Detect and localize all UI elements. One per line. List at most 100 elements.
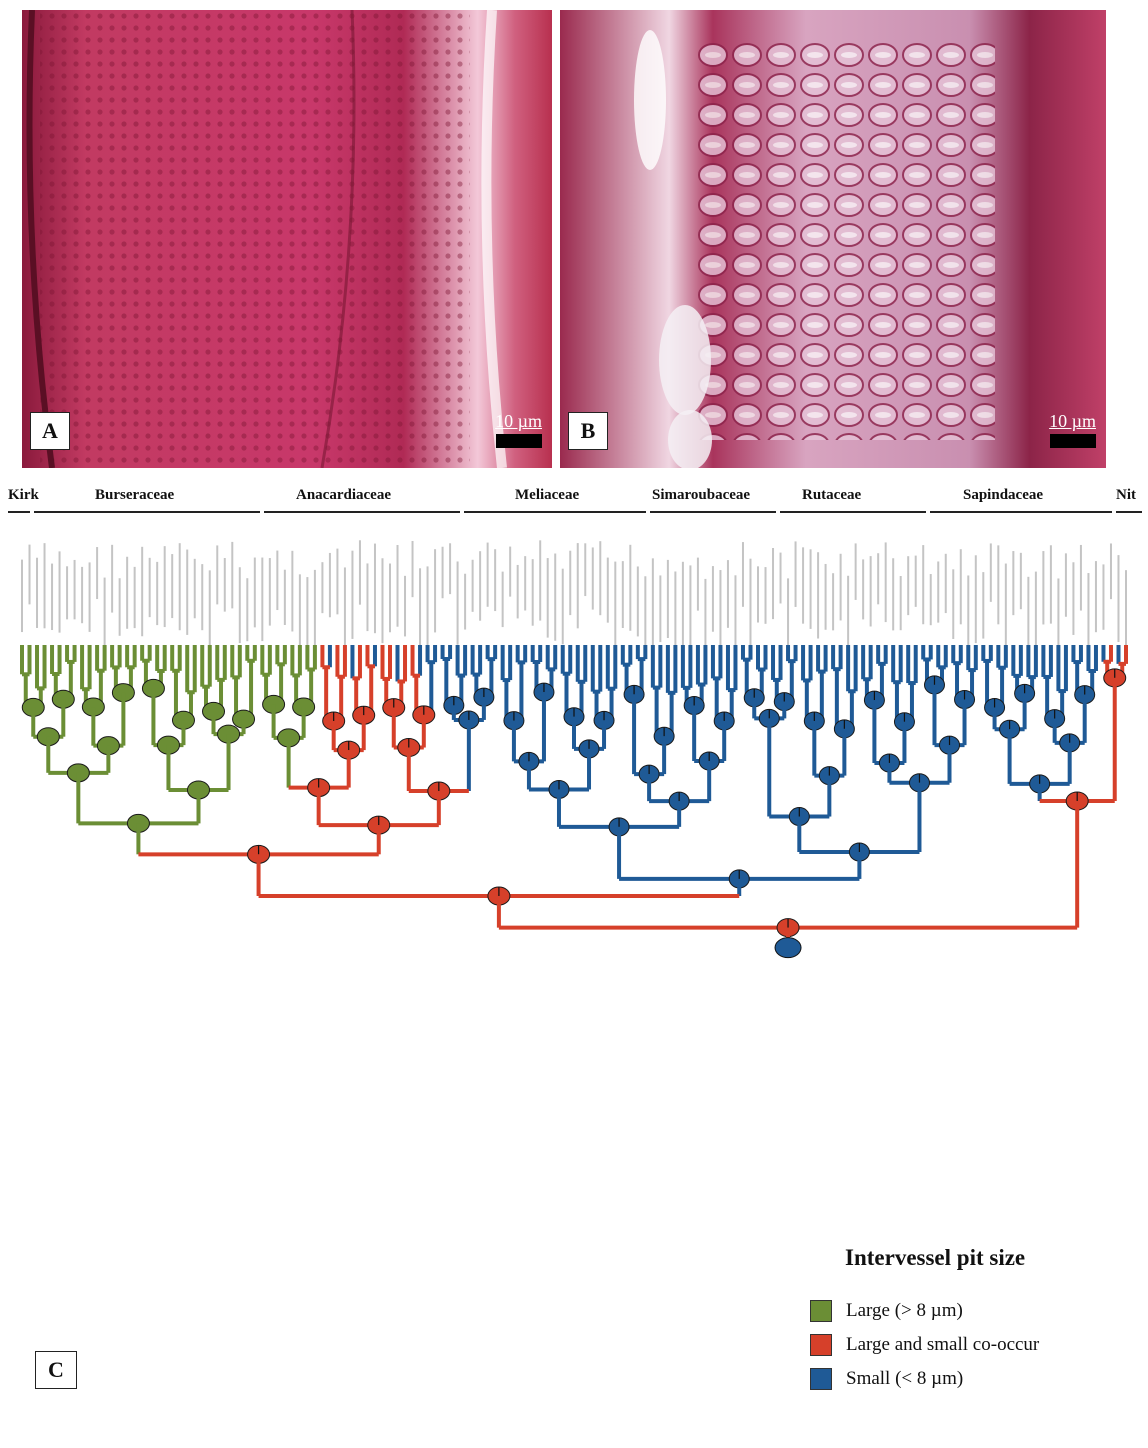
taxon-label-stub <box>343 567 346 647</box>
taxon-label-stub <box>711 566 714 632</box>
legend-label-both: Large and small co-occur <box>846 1334 1040 1355</box>
taxon-label-stub <box>689 565 692 649</box>
taxon-label-stub <box>576 543 579 629</box>
taxon-label-stub <box>321 562 324 614</box>
taxon-label-stub <box>336 548 339 615</box>
taxon-label-stub <box>749 558 752 649</box>
taxon-label-stub <box>479 551 482 621</box>
taxon-label-stub <box>216 545 219 605</box>
taxon-label-stub <box>854 543 857 600</box>
family-bar-nit <box>1116 511 1142 513</box>
taxon-label-stub <box>268 558 271 626</box>
taxon-label-stub <box>358 540 361 605</box>
taxon-label-stub <box>434 549 437 633</box>
taxon-label-stub <box>554 553 557 641</box>
taxon-label-stub <box>674 571 677 659</box>
taxon-label-stub <box>809 549 812 629</box>
taxon-label-stub <box>832 573 835 631</box>
family-kirk: Kirk <box>8 487 39 503</box>
taxon-label-stub <box>306 577 309 662</box>
taxon-label-stub <box>253 557 256 628</box>
micrograph-b: B 10 µm <box>560 10 1106 468</box>
family-rutaceae: Rutaceae <box>802 487 862 503</box>
taxon-label-stub <box>298 574 301 664</box>
taxon-label-stub <box>681 561 684 652</box>
taxon-label-stub <box>73 559 76 620</box>
taxon-label-stub <box>471 559 474 612</box>
legend-swatch-both <box>810 1334 832 1356</box>
family-bar-anacardiaceae <box>264 511 460 513</box>
taxon-label-stub <box>802 547 805 624</box>
taxon-label-stub <box>291 550 294 632</box>
legend-item-large: Large (> 8 µm) <box>810 1299 963 1323</box>
taxon-label-stub <box>659 575 662 643</box>
taxon-label-stub <box>36 557 39 628</box>
micrograph-a-image <box>22 10 552 468</box>
taxon-label-stub <box>974 555 977 644</box>
taxon-label-stub <box>208 570 211 647</box>
taxon-label-stub <box>81 566 84 624</box>
taxon-label-stub <box>997 545 1000 625</box>
taxon-label-stub <box>569 550 572 616</box>
family-sapindaceae: Sapindaceae <box>963 487 1044 503</box>
family-bar-meliaceae <box>464 511 646 513</box>
taxon-label-stub <box>696 557 699 611</box>
taxon-label-stub <box>118 578 121 636</box>
family-nit: Nit <box>1116 487 1136 503</box>
taxon-label-stub <box>561 568 564 645</box>
taxon-label-stub <box>599 541 602 616</box>
family-bar-simaroubaceae <box>650 511 776 513</box>
taxon-label-stub <box>141 546 144 637</box>
micrograph-b-image <box>560 10 1106 468</box>
taxon-label-stub <box>238 567 241 644</box>
taxon-label-stub <box>1125 570 1127 658</box>
taxon-label-stub <box>877 553 880 605</box>
family-bar-burseraceae <box>34 511 260 513</box>
legend-item-both: Large and small co-occur <box>810 1333 1039 1357</box>
taxon-label-stub <box>1102 564 1105 630</box>
family-meliaceae: Meliaceae <box>515 487 580 503</box>
legend-swatch-small <box>810 1368 832 1390</box>
scale-bar-b-text: 10 µm <box>1049 411 1096 431</box>
taxon-label-stub <box>486 542 489 607</box>
taxon-label-stub <box>726 560 729 628</box>
taxon-label-stub <box>606 557 609 623</box>
taxon-label-stub <box>178 543 181 631</box>
taxon-label-stub <box>1064 553 1067 617</box>
taxon-label-stub <box>1057 578 1060 653</box>
phylogeny-tree <box>20 540 1128 959</box>
taxon-label-stub <box>614 561 617 648</box>
taxon-label-stub <box>156 561 159 626</box>
taxon-label-stub <box>1027 576 1030 652</box>
taxon-label-stub <box>929 574 932 626</box>
taxon-label-stub <box>1004 563 1007 653</box>
taxon-label-stub <box>719 570 722 652</box>
taxon-label-stub <box>1117 555 1120 643</box>
taxon-label-stub <box>51 563 54 631</box>
taxon-label-stub <box>246 578 249 642</box>
taxon-label-stub <box>163 546 166 628</box>
taxon-label-stub <box>734 575 737 655</box>
panel-a-label: A <box>30 412 70 450</box>
taxon-label-stub <box>704 578 707 652</box>
taxon-label-stub <box>741 542 744 607</box>
taxon-label-stub <box>959 549 962 625</box>
taxon-label-stub <box>276 550 279 611</box>
taxon-label-stub <box>186 549 189 635</box>
taxon-label-stub <box>1012 551 1015 616</box>
taxon-label-stub <box>171 554 174 619</box>
taxon-label-stub <box>884 542 887 623</box>
panel-c-label: C <box>35 1351 77 1389</box>
taxon-label-stub <box>351 550 354 639</box>
taxon-label-stub <box>1072 562 1075 635</box>
taxon-label-stub <box>967 575 970 664</box>
legend-label-small: Small (< 8 µm) <box>846 1368 964 1389</box>
taxon-label-stub <box>922 545 925 625</box>
taxon-label-stub <box>396 545 399 627</box>
taxon-label-stub <box>501 571 504 628</box>
taxon-label-stub <box>629 544 632 631</box>
micrograph-a: A 10 µm <box>22 10 552 468</box>
taxon-label-stub <box>126 556 129 629</box>
scale-bar-b: 10 µm <box>1049 411 1096 448</box>
family-burseraceae: Burseraceae <box>95 487 175 503</box>
